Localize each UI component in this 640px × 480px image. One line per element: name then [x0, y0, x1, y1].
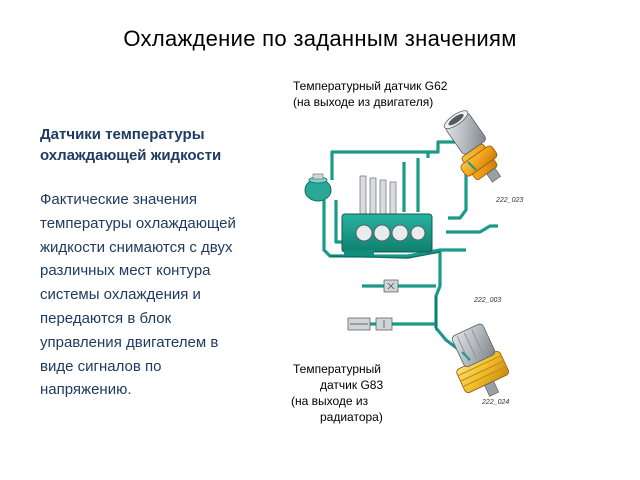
sensor-g62-icon	[443, 110, 502, 183]
pump-icon	[347, 317, 371, 331]
diagram-code-3: 222_024	[481, 399, 509, 406]
description-line: напряжению.	[40, 381, 132, 399]
engine-block-icon	[341, 213, 433, 256]
description-line: управления двигателем в	[40, 333, 219, 351]
pipe-top	[330, 150, 430, 158]
cooling-system-diagram: 222_023 222_003 222_024	[304, 110, 523, 406]
description-line: различных мест контура	[40, 262, 211, 280]
sensor-g62-label-line: (на выходе из двигателя)	[293, 95, 434, 109]
sensor-g83-label-line: (на выходе из	[291, 394, 369, 408]
description-line: жидкости снимаются с двух	[40, 238, 233, 256]
sensor-g83-icon	[451, 323, 509, 397]
diagram-code-1: 222_023	[495, 197, 523, 204]
hose-connectors-icon	[359, 175, 397, 215]
coolant-pipes-shadow	[329, 251, 441, 330]
description-line: виде сигналов по	[40, 357, 162, 375]
sensor-g62-label-line: Температурный датчик G62	[293, 79, 448, 93]
description-line: передаются в блок	[40, 309, 172, 327]
section-heading: Датчики температуры охлаждающей жидкости	[40, 124, 280, 166]
pipe-mid-horizontal	[350, 248, 466, 258]
page-title: Охлаждение по заданным значениям	[123, 26, 517, 51]
description-line: Фактические значения	[40, 191, 197, 208]
sensor-g62-label: Температурный датчик G62 (на выходе из д…	[293, 78, 447, 110]
description-text: Фактические значения температуры охлажда…	[40, 188, 280, 402]
valve-icon	[375, 317, 393, 331]
heading-line: Датчики температуры	[40, 126, 205, 143]
sensor-pointers	[461, 161, 477, 361]
diagram-code-2: 222_003	[473, 297, 501, 304]
sensor-g83-label-line: Температурный	[293, 362, 381, 376]
expansion-tank-icon	[304, 173, 332, 202]
sensor-g83-label-line: радиатора)	[320, 410, 383, 424]
description-line: системы охлаждения и	[40, 286, 201, 304]
thermostat-icon	[383, 279, 399, 293]
pipe-right-long	[446, 224, 498, 234]
heading-line: охлаждающей жидкости	[40, 147, 222, 164]
description-line: температуры охлаждающей	[40, 214, 236, 232]
sensor-g83-label-line: датчик G83	[320, 378, 384, 392]
pipe-right-vertical	[448, 162, 468, 220]
sensor-g83-label: Температурный датчик G83 (на выходе из р…	[291, 361, 383, 425]
